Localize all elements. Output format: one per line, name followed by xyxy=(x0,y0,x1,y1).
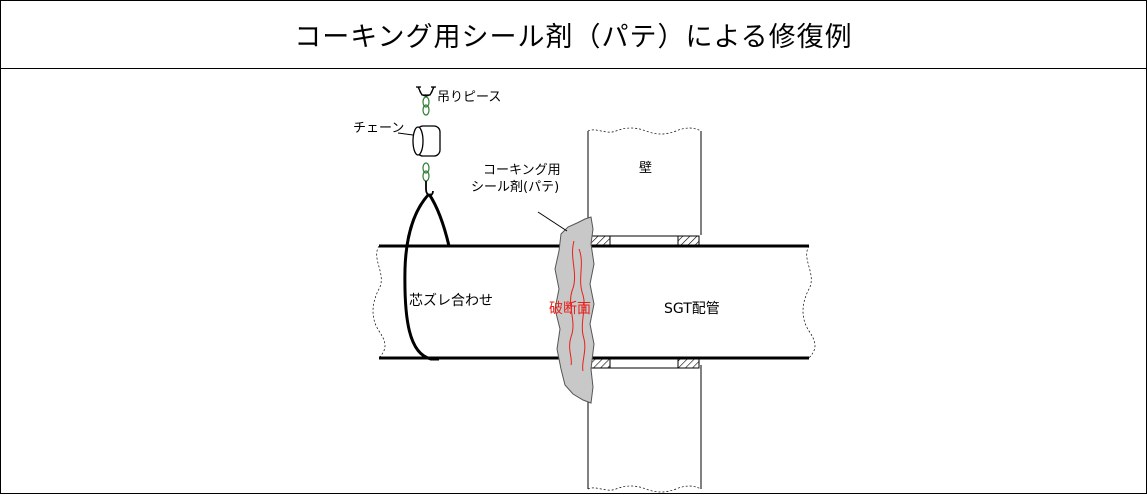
diagram-area: 吊りピース チェーン 壁 コーキング用 シール剤(パテ) 芯ズレ合わせ 破断面 … xyxy=(1,69,1146,493)
hook xyxy=(425,181,434,197)
sling xyxy=(403,192,439,361)
caulking-leader xyxy=(537,211,568,232)
figure-title: コーキング用シール剤（パテ）による修復例 xyxy=(294,22,853,53)
title-row: コーキング用シール剤（パテ）による修復例 xyxy=(1,1,1146,69)
label-wall: 壁 xyxy=(639,161,653,176)
label-misalignment: 芯ズレ合わせ xyxy=(409,293,493,309)
label-caulking-line2: シール剤(パテ) xyxy=(471,180,560,195)
label-caulking-line1: コーキング用 xyxy=(483,163,561,178)
label-fracture-surface: 破断面 xyxy=(549,301,591,317)
label-chain: チェーン xyxy=(353,121,405,136)
repair-diagram xyxy=(372,86,816,493)
label-sgt-pipe: SGT配管 xyxy=(664,301,720,317)
sling xyxy=(427,193,451,247)
putty-sealant xyxy=(554,216,595,404)
pipe xyxy=(372,244,816,360)
chain-block xyxy=(397,125,441,157)
lifting-piece xyxy=(416,86,436,97)
label-lifting-piece: 吊りピース xyxy=(437,90,502,105)
